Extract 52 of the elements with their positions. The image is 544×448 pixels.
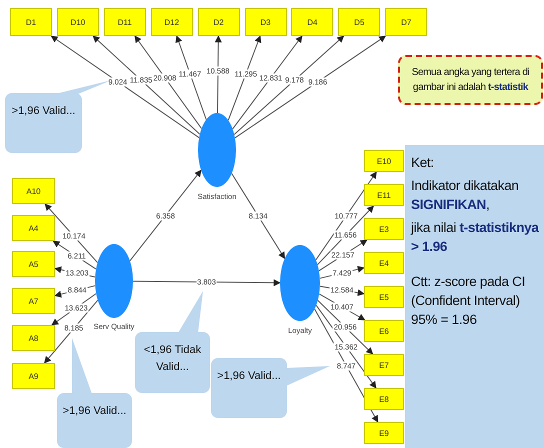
indicator-box: E6 xyxy=(364,320,404,342)
callout: >1,96 Valid... xyxy=(57,393,132,448)
arrow xyxy=(132,279,281,286)
arrow xyxy=(129,170,202,262)
arrow xyxy=(232,35,302,130)
indicator-box: D1 xyxy=(10,8,52,36)
arrow xyxy=(231,173,286,260)
arrow xyxy=(316,304,376,389)
note-text: Ket: xyxy=(411,154,435,172)
indicator-box: A10 xyxy=(12,178,55,204)
indicator-box: A9 xyxy=(12,363,55,389)
indicator-box: D2 xyxy=(198,8,240,36)
arrow xyxy=(134,35,202,129)
indicator-box: D3 xyxy=(244,8,286,36)
note-text: Ctt: z-score pada CI (Confident Interval) 95% = 1.96 xyxy=(411,273,526,329)
indicator-box: D11 xyxy=(104,8,146,36)
indicator-box: E9 xyxy=(364,422,404,444)
indicator-box: A8 xyxy=(12,325,55,351)
indicator-box: A7 xyxy=(12,288,55,314)
arrow xyxy=(50,36,200,138)
arrow xyxy=(52,240,96,270)
callout: <1,96 Tidak Valid... xyxy=(135,332,210,393)
indicator-box: E7 xyxy=(364,354,404,376)
arrow xyxy=(317,206,374,266)
arrow xyxy=(44,203,98,264)
note-panel xyxy=(405,145,544,448)
indicator-box: D5 xyxy=(338,8,380,36)
indicator-box: D12 xyxy=(150,8,193,36)
note-text: jika nilai t-statistiknya > 1.96 xyxy=(411,219,540,256)
arrow xyxy=(234,36,344,135)
indicator-box: A5 xyxy=(12,251,55,277)
indicator-box: E8 xyxy=(364,388,404,410)
indicator-box: E4 xyxy=(364,252,404,274)
indicator-box: E3 xyxy=(364,218,404,240)
note-box: Semua angka yang tertera di gambar ini adalah t-statistik xyxy=(398,55,543,105)
arrow xyxy=(214,35,222,114)
indicator-box: A4 xyxy=(12,215,55,241)
arrow xyxy=(92,36,200,135)
construct-ellipse xyxy=(198,113,236,187)
arrow xyxy=(228,35,262,121)
indicator-box: D7 xyxy=(385,8,428,36)
arrow xyxy=(176,35,207,120)
indicator-box: D10 xyxy=(56,8,99,36)
arrow xyxy=(315,171,377,260)
indicator-box: E5 xyxy=(364,286,404,308)
indicator-box: D4 xyxy=(291,8,334,36)
callout: >1,96 Valid... xyxy=(211,358,287,418)
arrow xyxy=(234,36,386,138)
callout: >1,96 Valid... xyxy=(5,93,82,153)
indicator-box: E10 xyxy=(364,150,404,172)
arrow xyxy=(44,300,98,364)
indicator-box: E11 xyxy=(364,184,404,206)
